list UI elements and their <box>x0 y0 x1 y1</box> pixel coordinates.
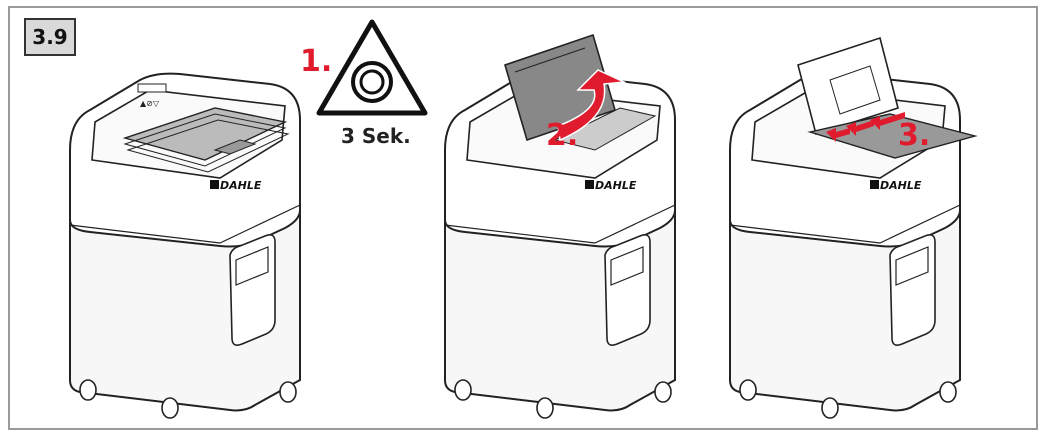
brand-logo-3: DAHLE <box>880 179 922 192</box>
brand-logo-1: DAHLE <box>220 179 262 192</box>
shredder-1: ▲⊘▽ DAHLE <box>70 74 300 418</box>
step-1-label: 1. <box>300 44 332 79</box>
step-2-label: 2. <box>546 118 578 153</box>
auto-feed-warning-triangle-icon <box>319 22 425 113</box>
warning-duration-label: 3 Sek. <box>341 124 411 148</box>
shredder-2: DAHLE <box>445 35 675 418</box>
svg-text:▲⊘▽: ▲⊘▽ <box>140 99 160 108</box>
step-3-label: 3. <box>898 118 930 153</box>
shredder-3: DAHLE <box>730 38 975 418</box>
brand-logo-2: DAHLE <box>595 179 637 192</box>
